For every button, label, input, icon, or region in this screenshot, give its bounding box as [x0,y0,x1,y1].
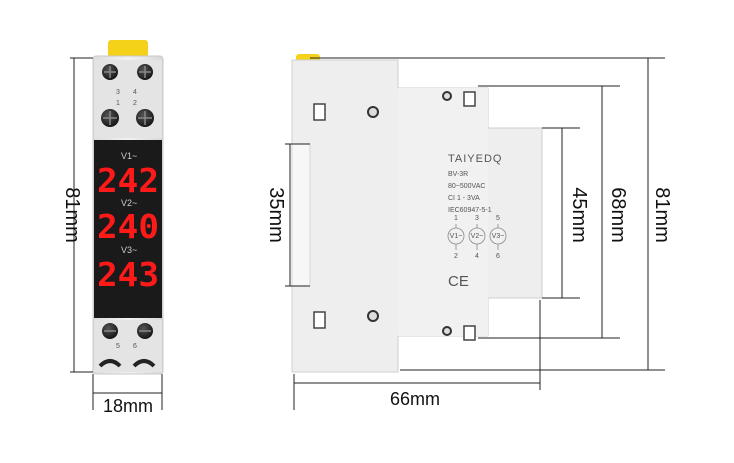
terminal-number: 3 [116,89,120,96]
slot-icon [313,311,326,329]
rail-dimension [285,143,310,287]
side-height-dimension [310,57,665,371]
terminal-number: 6 [133,343,137,350]
rivet-icon [367,106,379,118]
terminal-number: 4 [475,253,479,260]
side-face [398,88,488,336]
body-height-label: 68mm [607,187,629,243]
meter-label: V1~ [450,233,463,240]
rivet-icon [442,91,452,101]
terminal-number: 2 [454,253,458,260]
side-height-label: 81mm [651,187,673,243]
slot-icon [313,103,326,121]
phase-label-v3: V3~ [121,245,137,255]
front-width-dimension [92,374,163,410]
terminal-number: 5 [116,343,120,350]
reading-v3: 243 [97,255,159,294]
meter-label: V3~ [492,233,505,240]
phase-label-v1: V1~ [121,151,137,161]
front-view: 3 4 1 2 V1~ 242 V2~ 240 V3~ 243 5 6 [92,40,164,375]
reading-v1: 242 [97,161,159,200]
phase-label-v2: V2~ [121,198,137,208]
rivet-icon [367,310,379,322]
terminal-number: 1 [116,100,120,107]
voltage-range: 80~500VAC [448,183,485,190]
front-height-dimension [70,57,93,373]
model-number: BV-3R [448,171,468,178]
screw-icon [101,109,119,127]
ce-mark-icon: CE [448,273,469,290]
slot-icon [463,325,476,341]
depth-dimension [293,300,541,410]
side-view: TAIYEDQ BV-3R 80~500VAC CI 1 - 3VA IEC60… [291,54,543,373]
screw-icon [137,64,153,80]
front-width-label: 18mm [103,396,153,416]
rivet-icon [442,326,452,336]
screw-icon [136,109,154,127]
body-height-dimension [478,85,620,339]
rail-slot [291,143,311,287]
meter-label: V2~ [471,233,484,240]
face-height-dimension [542,127,580,299]
terminal-number: 3 [475,215,479,222]
terminal-number: 6 [496,253,500,260]
terminal-number: 1 [454,215,458,222]
depth-label: 66mm [390,389,440,409]
wiring-schematic [447,224,507,250]
rail-label: 35mm [265,187,287,243]
screw-icon [102,323,118,339]
terminal-number: 5 [496,215,500,222]
front-height-label: 81mm [61,187,83,243]
face-height-label: 45mm [568,187,590,243]
screw-icon [137,323,153,339]
screw-icon [102,64,118,80]
brand-name: TAIYEDQ [448,153,502,165]
standard-code: IEC60947-5-1 [448,207,492,214]
power-rating: CI 1 - 3VA [448,195,480,202]
slot-icon [463,91,476,107]
display-panel [94,140,162,318]
terminal-number: 4 [133,89,137,96]
terminal-number: 2 [133,100,137,107]
reading-v2: 240 [97,207,159,246]
